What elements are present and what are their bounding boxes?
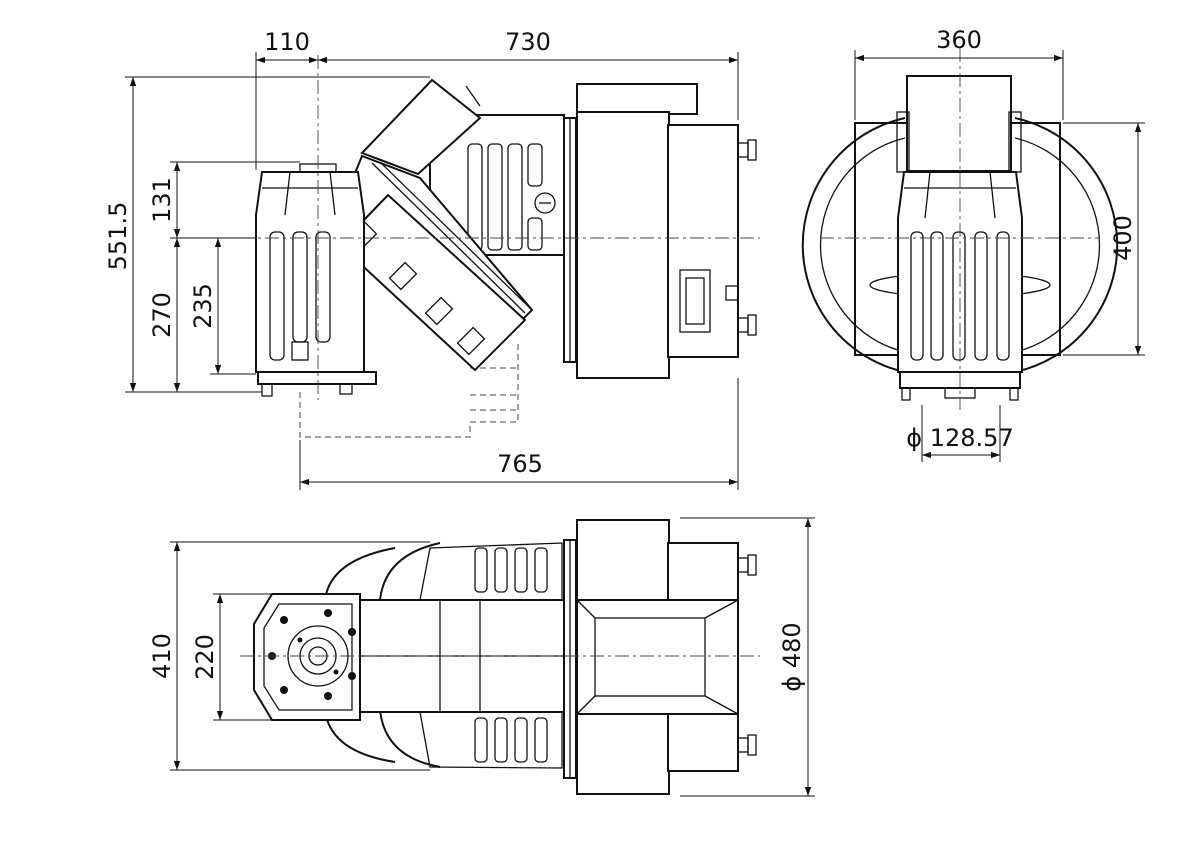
- rear-top-cap: [576, 83, 698, 115]
- dim-551-5: 551.5: [104, 202, 132, 271]
- front-top-block: [906, 75, 1012, 172]
- dim-131: 131: [148, 177, 176, 223]
- swivel-ring-left: [801, 117, 906, 373]
- terminal-box: [679, 269, 711, 333]
- dim-270: 270: [148, 292, 176, 338]
- rear-housing: [576, 111, 670, 379]
- top-rear-window: [576, 599, 739, 715]
- dim-410: 410: [148, 633, 176, 679]
- dim-235: 235: [189, 283, 217, 329]
- top-fins-lower: [474, 717, 548, 763]
- connector: [291, 341, 309, 361]
- dim-730: 730: [505, 28, 551, 56]
- angle-block: [338, 193, 527, 372]
- side-view: [240, 55, 760, 438]
- spindle-motor: [255, 171, 365, 373]
- rear-box: [667, 124, 739, 358]
- dim-220: 220: [191, 634, 219, 680]
- front-cooling-fins: [910, 231, 1010, 361]
- base-plate: [257, 371, 377, 385]
- dim-765: 765: [497, 450, 543, 478]
- top-view: [240, 519, 760, 795]
- top-arc-upper-outer: [324, 547, 396, 601]
- front-spindle-motor: [897, 171, 1023, 373]
- dim-360: 360: [936, 26, 982, 54]
- front-view: [801, 48, 1119, 410]
- lube-port: [534, 192, 556, 214]
- top-arc-lower-inner: [379, 709, 441, 768]
- top-fitting-upper: [737, 554, 757, 576]
- dimension-lines: [125, 50, 1145, 797]
- swivel-ring-right: [1014, 117, 1119, 373]
- dim-bore-128-57: ϕ 128.57: [906, 424, 1013, 452]
- dim-400: 400: [1109, 215, 1137, 261]
- fitting-lower: [737, 314, 757, 336]
- top-arc-upper-inner: [379, 542, 441, 601]
- swivel-cover: [360, 78, 482, 176]
- top-fitting-lower: [737, 734, 757, 756]
- fitting-upper: [737, 139, 757, 161]
- dim-dia-480: ϕ 480: [778, 622, 806, 691]
- dimension-labels: 110 730 360 551.5 131 270 235 400 ϕ 128.…: [104, 26, 1137, 692]
- top-fins-upper: [474, 547, 548, 593]
- dim-110: 110: [264, 28, 310, 56]
- spindle-bolt-holes: [268, 609, 356, 700]
